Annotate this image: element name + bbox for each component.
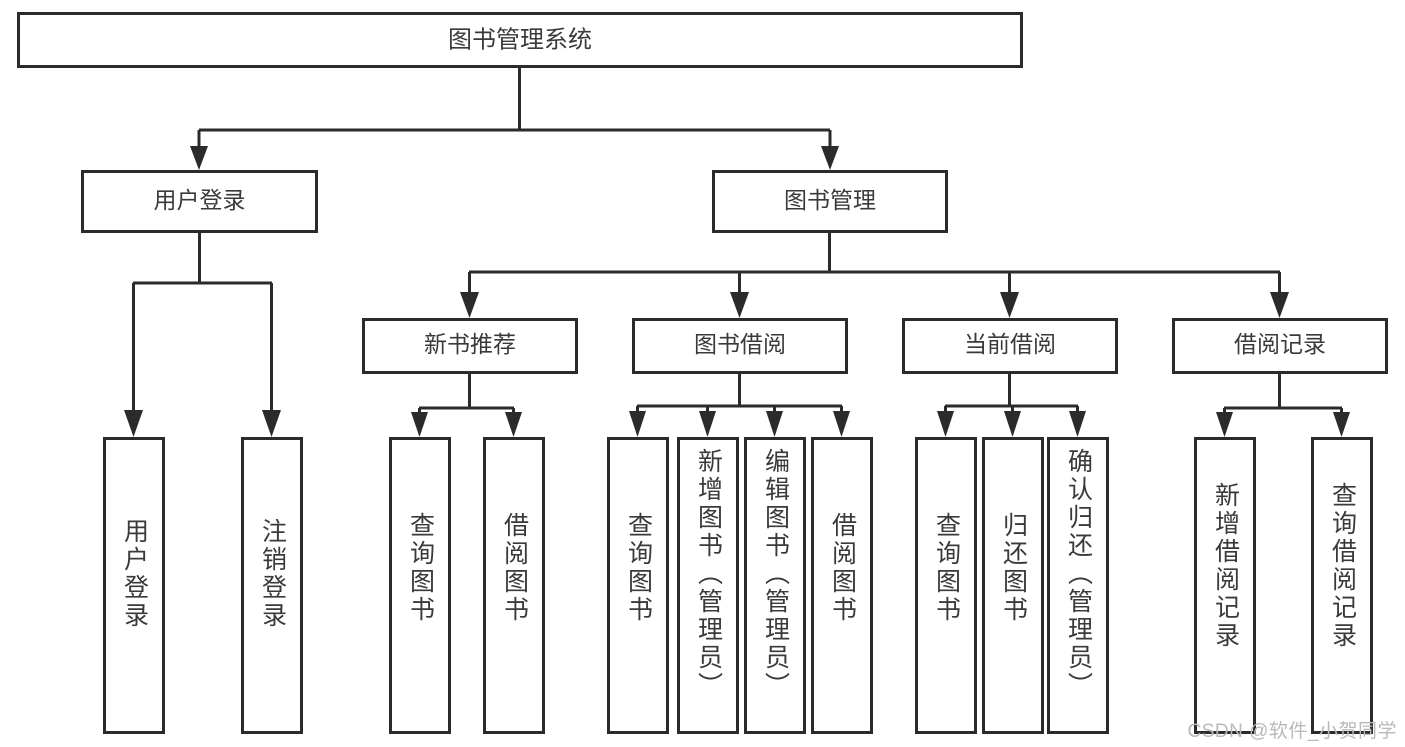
leaf-box-query-book-2[interactable] [607,437,669,734]
leaf-box-query-borrow-record[interactable] [1311,437,1373,734]
node-book-management[interactable]: 图书管理 [712,170,948,233]
node-borrow-record[interactable]: 借阅记录 [1172,318,1388,374]
node-book-management-label: 图书管理 [784,187,876,213]
leaf-box-user-login[interactable] [103,437,165,734]
connector-user-login-to-children [124,233,281,437]
leaf-box-query-book-3[interactable] [915,437,977,734]
leaf-box-edit-book-admin[interactable] [744,437,806,734]
watermark: CSDN @软件_小贺同学 [1187,721,1397,742]
node-borrow-record-label: 借阅记录 [1234,331,1326,357]
connector-current-borrow-to-leaves [937,374,1086,437]
leaf-box-add-book-admin[interactable] [677,437,739,734]
connector-book-borrow-to-leaves [629,374,850,437]
leaf-box-add-borrow-record[interactable] [1194,437,1256,734]
node-new-book-recommend[interactable]: 新书推荐 [362,318,578,374]
connector-root-to-level1 [190,67,839,170]
leaf-box-borrow-book-1[interactable] [483,437,545,734]
node-user-login[interactable]: 用户登录 [81,170,318,233]
node-root-label: 图书管理系统 [448,26,592,53]
node-current-borrow-label: 当前借阅 [964,331,1056,357]
leaf-box-logout[interactable] [241,437,303,734]
node-book-borrow[interactable]: 图书借阅 [632,318,848,374]
leaf-box-return-book[interactable] [982,437,1044,734]
node-user-login-label: 用户登录 [154,187,246,213]
leaf-boxes [103,437,1373,734]
node-root[interactable]: 图书管理系统 [17,12,1023,68]
connector-new-book-to-leaves [411,374,522,437]
connector-book-mgmt-to-children [460,233,1289,318]
node-book-borrow-label: 图书借阅 [694,331,786,357]
node-new-book-recommend-label: 新书推荐 [424,331,516,357]
node-current-borrow[interactable]: 当前借阅 [902,318,1118,374]
connector-borrow-record-to-leaves [1216,374,1350,437]
leaf-box-borrow-book-2[interactable] [811,437,873,734]
leaf-box-query-book-1[interactable] [389,437,451,734]
leaf-box-confirm-return[interactable] [1047,437,1109,734]
